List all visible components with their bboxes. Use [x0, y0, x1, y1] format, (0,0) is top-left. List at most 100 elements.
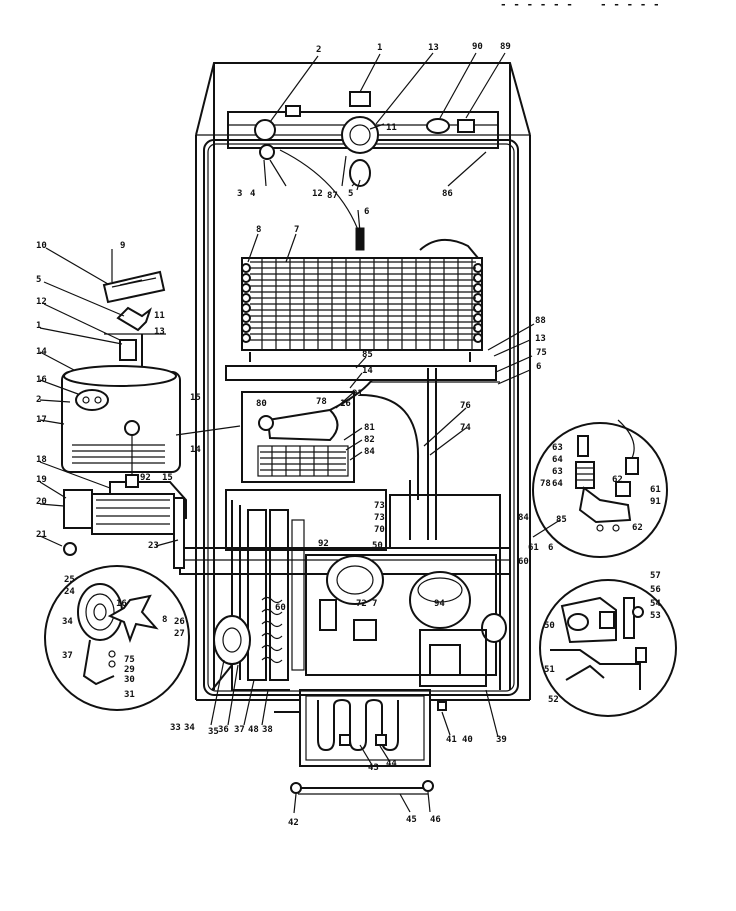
- callout-54: 54: [650, 599, 661, 609]
- callout-13-right: 13: [535, 334, 546, 344]
- callout-17: 17: [36, 415, 47, 425]
- callout-88: 88: [535, 316, 546, 326]
- callout-6-timer: 6: [548, 543, 553, 553]
- callout-78-mid: 78: [316, 397, 327, 407]
- callout-78-right: 78: [540, 479, 551, 489]
- callout-62: 62: [612, 475, 623, 485]
- fan-blade-icon: [107, 594, 159, 643]
- evaporator-coil: [241, 239, 483, 362]
- header-mark-1: - - - - - -: [500, 0, 573, 11]
- callout-5-left: 5: [36, 275, 41, 285]
- callout-34-circle: 34: [62, 617, 73, 627]
- drain-pan-heater: [274, 689, 447, 767]
- callout-60-right: 60: [518, 557, 529, 567]
- condenser-fan-detail-circle: [44, 565, 190, 711]
- callout-7-mid: 7: [372, 599, 377, 609]
- callout-1-left: 1: [36, 321, 41, 331]
- callout-57: 57: [650, 571, 661, 581]
- callout-23: 23: [148, 541, 159, 551]
- callout-14-housing: 14: [190, 445, 201, 455]
- callout-41: 41: [446, 735, 457, 745]
- callout-16-left: 16: [36, 375, 47, 385]
- callout-21: 21: [36, 530, 47, 540]
- lower-evaporator: [241, 379, 420, 500]
- callout-13: 13: [428, 43, 439, 53]
- callout-94: 94: [434, 599, 445, 609]
- callout-84-mid: 84: [364, 447, 375, 457]
- callout-64-b: 64: [552, 479, 563, 489]
- callout-14-left: 14: [36, 347, 47, 357]
- callout-18: 18: [36, 455, 47, 465]
- callout-45: 45: [406, 815, 417, 825]
- callout-63-b: 63: [552, 467, 563, 477]
- callout-34: 34: [184, 723, 195, 733]
- callout-75-circle: 75: [124, 655, 135, 665]
- callout-4-top: 4: [250, 189, 256, 199]
- capillary-tube: [279, 149, 361, 236]
- thermostat-knob-icon: [75, 389, 109, 411]
- callout-90: 90: [472, 42, 483, 52]
- callout-75: 75: [536, 348, 547, 358]
- base-rail: [290, 780, 434, 795]
- thermostat-dial-icon: [341, 116, 379, 154]
- callout-82: 82: [364, 435, 375, 445]
- callout-labels: 1 2 13 90 89 11 3 4 12 87 5 86 6 8 7 88 …: [36, 42, 661, 828]
- control-housing: [61, 365, 181, 475]
- drop-tubes: [409, 368, 437, 540]
- callout-36: 36: [218, 725, 229, 735]
- callout-6-right: 6: [536, 362, 541, 372]
- callout-7-top: 7: [294, 225, 299, 235]
- callout-91-mid: 91: [352, 389, 363, 399]
- callout-19: 19: [36, 475, 47, 485]
- callout-87: 87: [327, 191, 338, 201]
- callout-20: 20: [36, 497, 47, 507]
- callout-40: 40: [462, 735, 473, 745]
- callout-29: 29: [124, 665, 135, 675]
- callout-74: 74: [460, 423, 471, 433]
- callout-2-left: 2: [36, 395, 41, 405]
- callout-51: 51: [544, 665, 555, 675]
- callout-25-circle: 25: [64, 575, 75, 585]
- relay-icon: [567, 613, 589, 631]
- callout-12-top: 12: [312, 189, 323, 199]
- relay-icon: [457, 119, 475, 133]
- callout-53: 53: [650, 611, 661, 621]
- callout-8-circle: 8: [162, 615, 167, 625]
- callout-3: 3: [237, 189, 242, 199]
- callout-39: 39: [496, 735, 507, 745]
- callout-64-a: 64: [552, 455, 563, 465]
- leader-lines: [39, 52, 535, 814]
- callout-80: 80: [256, 399, 267, 409]
- callout-61-timer: 61: [528, 543, 539, 553]
- callout-6-top: 6: [364, 207, 369, 217]
- callout-70: 70: [374, 525, 385, 535]
- callout-8-top: 8: [256, 225, 261, 235]
- callout-76: 76: [460, 401, 471, 411]
- callout-15-diff: 15: [162, 473, 173, 483]
- callout-62-right: 62: [632, 523, 643, 533]
- damper-control-icon: [349, 91, 371, 107]
- compressor-relay-detail-circle: [539, 579, 677, 717]
- header-mark-2: - - - - -: [600, 0, 660, 11]
- callout-10: 10: [36, 241, 47, 251]
- callout-15-left: 15: [190, 393, 201, 403]
- top-tubing-loop: [203, 139, 519, 696]
- callout-11-left: 11: [154, 311, 165, 321]
- callout-43: 43: [368, 763, 379, 773]
- callout-84-right: 84: [518, 513, 529, 523]
- callout-50-right: 50: [544, 621, 555, 631]
- callout-33: 33: [170, 723, 181, 733]
- callout-2: 2: [316, 45, 321, 55]
- light-socket-icon: [254, 119, 276, 141]
- compressor-dome-icon: [326, 555, 384, 605]
- callout-11-top: 11: [386, 123, 397, 133]
- callout-27: 27: [174, 629, 185, 639]
- callout-46: 46: [430, 815, 441, 825]
- callout-81: 81: [364, 423, 375, 433]
- callout-44: 44: [386, 759, 397, 769]
- callout-42: 42: [288, 818, 299, 828]
- condenser-fan-motor: [211, 615, 251, 691]
- callout-73-a: 73: [374, 501, 385, 511]
- callout-1-top: 1: [377, 43, 382, 53]
